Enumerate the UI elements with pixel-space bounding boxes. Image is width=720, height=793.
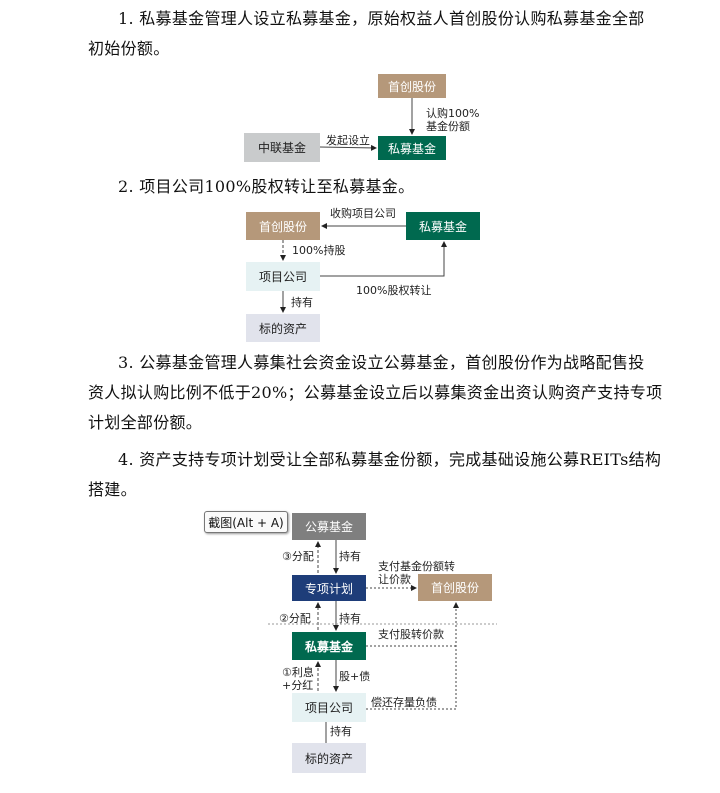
pay-equity-label: 支付股转价款 [378, 628, 444, 641]
repay-label: 偿还存量负债 [371, 696, 437, 709]
target-asset-box: 标的资产 [246, 314, 320, 342]
screenshot-tooltip: 截图(Alt + A) [204, 511, 288, 533]
distribute-1-label: ①利息 [282, 666, 314, 679]
simu-fund-box: 私募基金 [378, 136, 446, 160]
transfer-label: 100%股权转让 [356, 284, 432, 297]
public-fund-box: 公募基金 [292, 513, 366, 540]
equity-debt-label: 股+债 [339, 670, 371, 683]
acquire-label: 收购项目公司 [330, 207, 396, 220]
simu-fund-box: 私募基金 [406, 212, 480, 240]
shouchuang-box: 首创股份 [378, 74, 446, 98]
project-company-box: 项目公司 [246, 262, 320, 291]
distribute-3-label: ③分配 [282, 550, 314, 563]
subscribe-label: 认购100% [426, 107, 480, 120]
distribute-1-label-2: +分红 [282, 679, 314, 692]
project-company-box: 项目公司 [292, 693, 366, 722]
paragraph-4-cont: 搭建。 [88, 480, 137, 499]
target-asset-box: 标的资产 [292, 743, 366, 773]
subscribe-label-2: 基金份额 [426, 120, 470, 133]
distribute-2-label: ②分配 [279, 612, 311, 625]
shouchuang-box: 首创股份 [246, 212, 320, 240]
hold100-label: 100%持股 [292, 244, 346, 257]
paragraph-4: 4. 资产支持专项计划受让全部私募基金份额，完成基础设施公募REITs结构 [118, 450, 662, 469]
paragraph-3-cont: 资人拟认购比例不低于20%；公募基金设立后以募集资金出资认购资产支持专项 [88, 383, 663, 402]
hold-label: 持有 [291, 296, 313, 309]
initiate-label: 发起设立 [326, 134, 370, 147]
paragraph-1: 1. 私募基金管理人设立私募基金，原始权益人首创股份认购私募基金全部 [118, 9, 645, 28]
paragraph-3: 3. 公募基金管理人募集社会资金设立公募基金，首创股份作为战略配售投 [118, 353, 645, 372]
pay-fund-label-2: 让价款 [378, 573, 411, 586]
paragraph-1-cont: 初始份额。 [88, 39, 170, 58]
paragraph-2: 2. 项目公司100%股权转让至私募基金。 [118, 177, 415, 196]
shouchuang-box: 首创股份 [418, 574, 492, 601]
paragraph-3-cont2: 计划全部份额。 [88, 413, 203, 432]
hold-label: 持有 [339, 612, 361, 625]
hold-label: 持有 [339, 550, 361, 563]
hold-label: 持有 [330, 725, 352, 738]
pay-fund-label: 支付基金份额转 [378, 560, 455, 573]
simu-fund-box: 私募基金 [292, 632, 366, 660]
zhonglian-box: 中联基金 [244, 133, 320, 162]
special-plan-box: 专项计划 [292, 575, 366, 601]
